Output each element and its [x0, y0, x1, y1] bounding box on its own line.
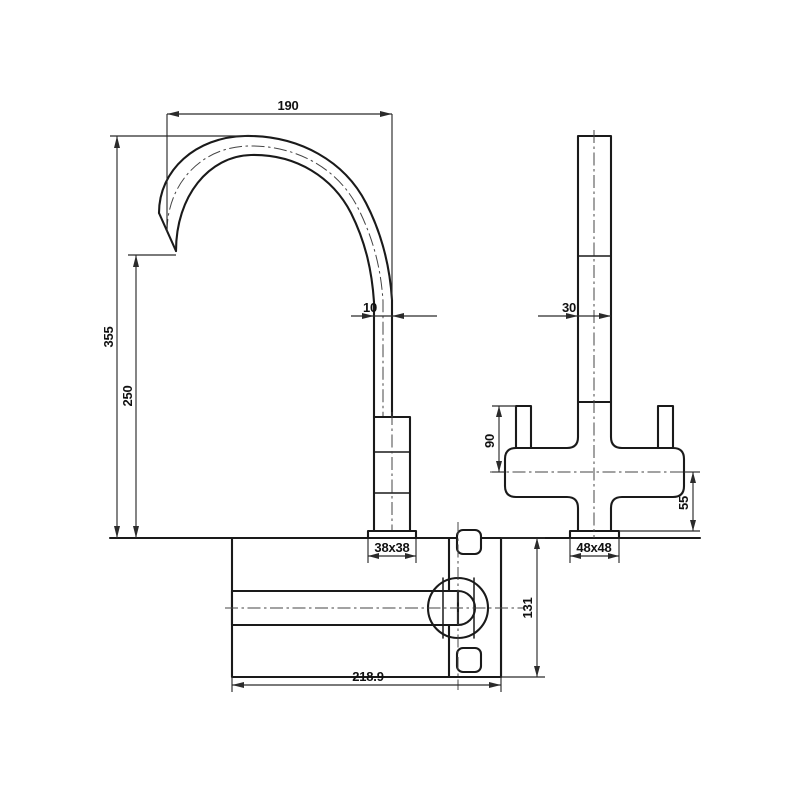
dim-column-width: 30 [538, 300, 611, 319]
spout-centerline [166, 145, 384, 417]
dim-131-arrow-bottom [534, 666, 540, 677]
dim-38-arrow-right [405, 553, 416, 559]
dim-38-arrow-left [368, 553, 379, 559]
side-view: 190 355 250 [101, 98, 472, 563]
dim-55-arrow-bottom [690, 520, 696, 531]
spout-outer-wall [157, 134, 394, 419]
dim-38x38-label: 38x38 [374, 540, 409, 555]
dim-250-arrow-bottom [133, 526, 139, 538]
dim-55-arrow-top [690, 472, 696, 483]
dim-downspout-width: 10 [351, 300, 437, 319]
dim-90-label: 90 [482, 434, 497, 448]
dim-48x48-label: 48x48 [576, 540, 611, 555]
front-handle-left [514, 404, 533, 450]
dim-190-label: 190 [277, 98, 298, 113]
dim-10-arrow-right [392, 313, 404, 319]
dim-218-arrow-left [232, 682, 244, 688]
front-handle-right [656, 404, 675, 450]
dim-body-to-base: 55 [619, 471, 700, 532]
dim-plan-depth: 218.9 [231, 669, 502, 692]
dim-55-label: 55 [676, 496, 691, 510]
dim-outlet-height: 250 [120, 254, 176, 538]
plan-handle-top [455, 528, 483, 556]
dim-90-arrow-top [496, 406, 502, 417]
dim-spout-reach: 190 [166, 98, 393, 300]
dim-handle-height: 90 [482, 405, 516, 473]
dim-48-arrow-right [608, 553, 619, 559]
dim-218-arrow-right [489, 682, 501, 688]
dim-10-label: 10 [363, 300, 377, 315]
dim-10-arrow-left [362, 313, 374, 319]
dim-48-arrow-left [570, 553, 581, 559]
dim-355-arrow-bottom [114, 526, 120, 538]
dim-131-arrow-top [534, 538, 540, 549]
dim-front-base-footprint: 48x48 [569, 538, 620, 563]
dim-side-base-footprint: 38x38 [367, 538, 417, 563]
dim-30-arrow-right [599, 313, 611, 319]
dim-plan-width: 131 [501, 537, 545, 678]
dim-90-arrow-bottom [496, 461, 502, 472]
dim-218.9-label: 218.9 [352, 669, 384, 684]
dim-131-label: 131 [520, 597, 535, 618]
dim-190-arrow-left [167, 111, 179, 117]
dim-355-label: 355 [101, 326, 116, 347]
dim-overall-height: 355 [101, 135, 250, 538]
plan-handle-bottom [455, 646, 483, 674]
front-view: 30 90 55 [482, 130, 702, 563]
dim-250-label: 250 [120, 385, 135, 406]
dim-190-arrow-right [380, 111, 392, 117]
dim-30-arrow-left [566, 313, 578, 319]
spout-inner-wall [174, 153, 376, 419]
plan-view: 218.9 131 [225, 522, 545, 692]
dim-30-label: 30 [562, 300, 576, 315]
dim-355-arrow-top [114, 136, 120, 148]
dim-250-arrow-top [133, 255, 139, 267]
